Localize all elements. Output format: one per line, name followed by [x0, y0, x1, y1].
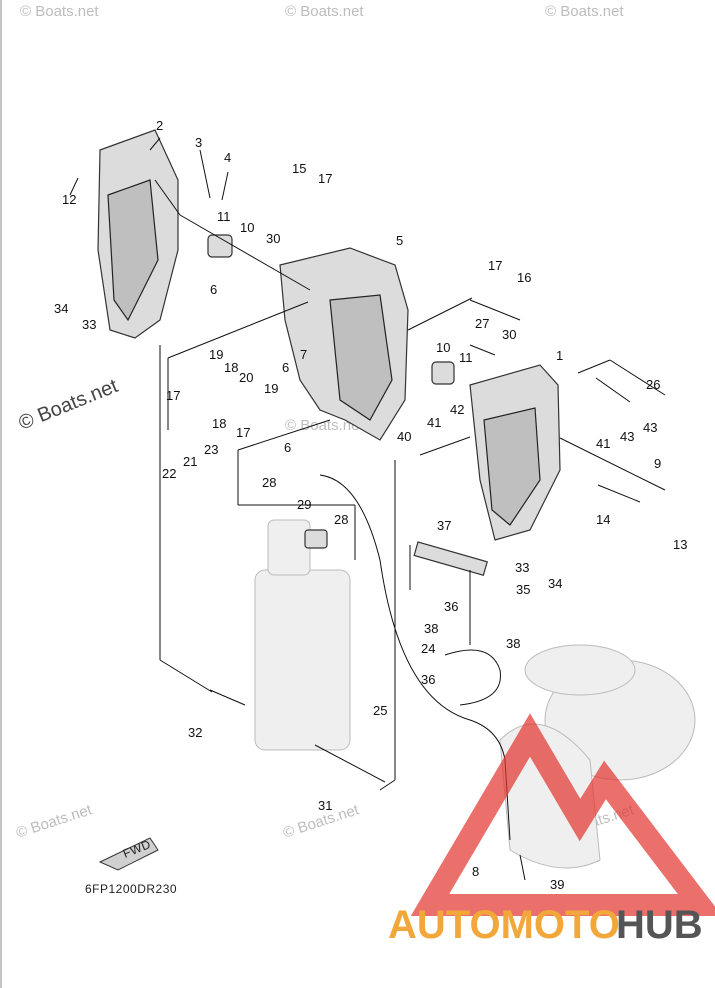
- watermark-bottom-left: © Boats.net: [14, 801, 95, 842]
- callout-6-c: 6: [284, 440, 291, 455]
- callout-8: 8: [472, 864, 479, 879]
- callout-20: 20: [239, 370, 253, 385]
- callout-9: 9: [654, 456, 661, 471]
- watermark-top-mid: © Boats.net: [285, 3, 364, 20]
- callout-31: 31: [318, 798, 332, 813]
- callout-32: 32: [188, 725, 202, 740]
- callout-17-c: 17: [166, 388, 180, 403]
- diagram-code: 6FP1200DR230: [85, 882, 177, 896]
- callout-33-b: 33: [515, 560, 529, 575]
- callout-18-b: 18: [212, 416, 226, 431]
- watermark-mid: © Boats.net: [285, 417, 364, 434]
- callout-17-b: 17: [488, 258, 502, 273]
- bracket-left: [97, 129, 179, 339]
- callout-38-a: 38: [424, 621, 438, 636]
- callout-19-a: 19: [209, 347, 223, 362]
- callout-36-b: 36: [421, 672, 435, 687]
- callout-42: 42: [450, 402, 464, 417]
- callout-34-a: 34: [54, 301, 68, 316]
- callout-3: 3: [195, 135, 202, 150]
- callout-11-b: 11: [459, 350, 473, 365]
- callout-41-a: 41: [427, 415, 441, 430]
- callout-15: 15: [292, 161, 306, 176]
- automotohub-logo: AUTOMOTO HUB: [388, 713, 715, 947]
- callout-38-b: 38: [506, 636, 520, 651]
- callout-11-a: 11: [217, 209, 231, 224]
- callout-1: 1: [556, 348, 563, 363]
- callout-43-b: 43: [620, 429, 634, 444]
- callout-28-a: 28: [262, 475, 276, 490]
- callout-labels: 1 2 3 4 5 6 6 6 7 8 9 10 10 11 11 12 13 …: [54, 118, 687, 892]
- callout-33-a: 33: [82, 317, 96, 332]
- callout-2: 2: [156, 118, 163, 133]
- callout-17-d: 17: [236, 425, 250, 440]
- callout-34-b: 34: [548, 576, 562, 591]
- watermark-top-right: © Boats.net: [545, 3, 624, 20]
- callout-30-a: 30: [266, 231, 280, 246]
- callout-37: 37: [437, 518, 451, 533]
- callout-6-a: 6: [210, 282, 217, 297]
- callout-13: 13: [673, 537, 687, 552]
- callout-10-b: 10: [436, 340, 450, 355]
- callout-19-b: 19: [264, 381, 278, 396]
- callout-6-b: 6: [282, 360, 289, 375]
- bracket-right: [469, 364, 561, 541]
- logo-text-hub: HUB: [616, 903, 703, 947]
- swivel-bracket: [279, 247, 409, 441]
- leader-lines: [69, 137, 666, 881]
- logo-text-automoto: AUTOMOTO: [388, 903, 620, 947]
- callout-22: 22: [162, 466, 176, 481]
- callout-27: 27: [475, 316, 489, 331]
- callout-29: 29: [297, 497, 311, 512]
- callout-5: 5: [396, 233, 403, 248]
- callout-14: 14: [596, 512, 610, 527]
- callout-35: 35: [516, 582, 530, 597]
- callout-25: 25: [373, 703, 387, 718]
- callout-40: 40: [397, 429, 411, 444]
- callout-12: 12: [62, 192, 76, 207]
- callout-23: 23: [204, 442, 218, 457]
- callout-28-b: 28: [334, 512, 348, 527]
- fwd-arrow-icon: FWD: [98, 837, 159, 871]
- callout-21: 21: [183, 454, 197, 469]
- callout-10-a: 10: [240, 220, 254, 235]
- callout-18-a: 18: [224, 360, 238, 375]
- callout-24: 24: [421, 641, 435, 656]
- callout-30-b: 30: [502, 327, 516, 342]
- callout-39: 39: [550, 877, 564, 892]
- bolts-and-pins: [207, 234, 666, 783]
- callout-7: 7: [300, 347, 307, 362]
- callout-16: 16: [517, 270, 531, 285]
- watermark-side: © Boats.net: [16, 375, 122, 435]
- callout-17-a: 17: [318, 171, 332, 186]
- callout-41-b: 41: [596, 436, 610, 451]
- callout-43-a: 43: [643, 420, 657, 435]
- callout-36-a: 36: [444, 599, 458, 614]
- watermark-top-left: © Boats.net: [20, 3, 99, 20]
- callout-26: 26: [646, 377, 660, 392]
- callout-4: 4: [224, 150, 231, 165]
